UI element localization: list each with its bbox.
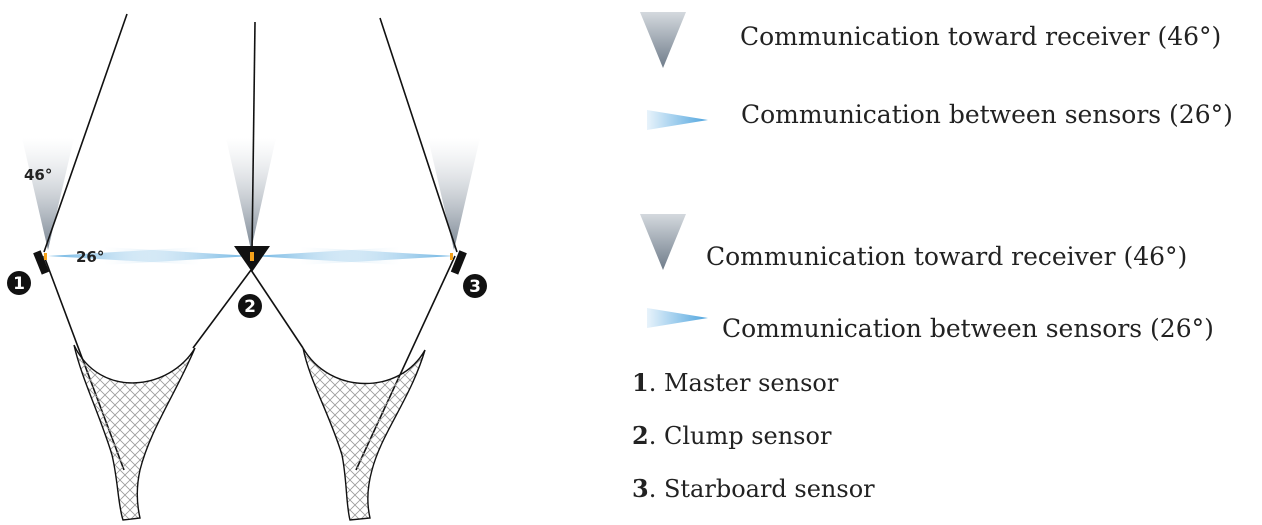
angle-label-46: 46°	[24, 166, 52, 184]
key-item-starboard: 3. Starboard sensor	[632, 474, 875, 503]
key-number: 1	[632, 368, 649, 397]
receiver-cone-left	[22, 138, 74, 250]
key-number: 3	[632, 474, 649, 503]
legend-receiver-label: Communication toward receiver (46°)	[740, 22, 1222, 51]
receiver-cone-icon	[640, 12, 686, 68]
receiver-cone-right	[428, 138, 480, 250]
between-cone-2	[104, 247, 252, 265]
right-net	[302, 347, 426, 521]
legend-receiver-label-2: Communication toward receiver (46°)	[706, 242, 1188, 271]
svg-text:3: 3	[469, 277, 481, 297]
badge-3: 3	[463, 274, 487, 298]
angle-label-26: 26°	[76, 248, 104, 266]
between-sensors-cone-icon	[647, 110, 708, 130]
trawl-sensor-diagram: 46° 26° 1 2 3	[7, 13, 487, 521]
key-number: 2	[632, 421, 649, 450]
legend-between-label-2: Communication between sensors (26°)	[722, 314, 1214, 343]
receiver-cone-icon	[640, 214, 686, 270]
receiver-cone-center	[226, 138, 276, 250]
badge-1: 1	[7, 271, 31, 295]
trawl-lines	[43, 13, 458, 471]
key-label: . Starboard sensor	[648, 475, 875, 503]
between-cone-4	[300, 247, 454, 265]
between-sensors-cone-icon	[647, 308, 708, 328]
key-label: . Clump sensor	[648, 422, 832, 450]
sensor-clump	[234, 246, 270, 272]
badge-2: 2	[238, 294, 262, 318]
svg-text:1: 1	[13, 274, 25, 294]
key-label: . Master sensor	[648, 369, 839, 397]
key-item-master: 1. Master sensor	[632, 368, 838, 397]
svg-text:2: 2	[244, 297, 256, 317]
left-net	[73, 344, 196, 521]
key-item-clump: 2. Clump sensor	[632, 421, 831, 450]
sensor-starboard	[450, 250, 467, 275]
sensor-master	[33, 250, 50, 275]
legend-between-label: Communication between sensors (26°)	[741, 100, 1233, 129]
